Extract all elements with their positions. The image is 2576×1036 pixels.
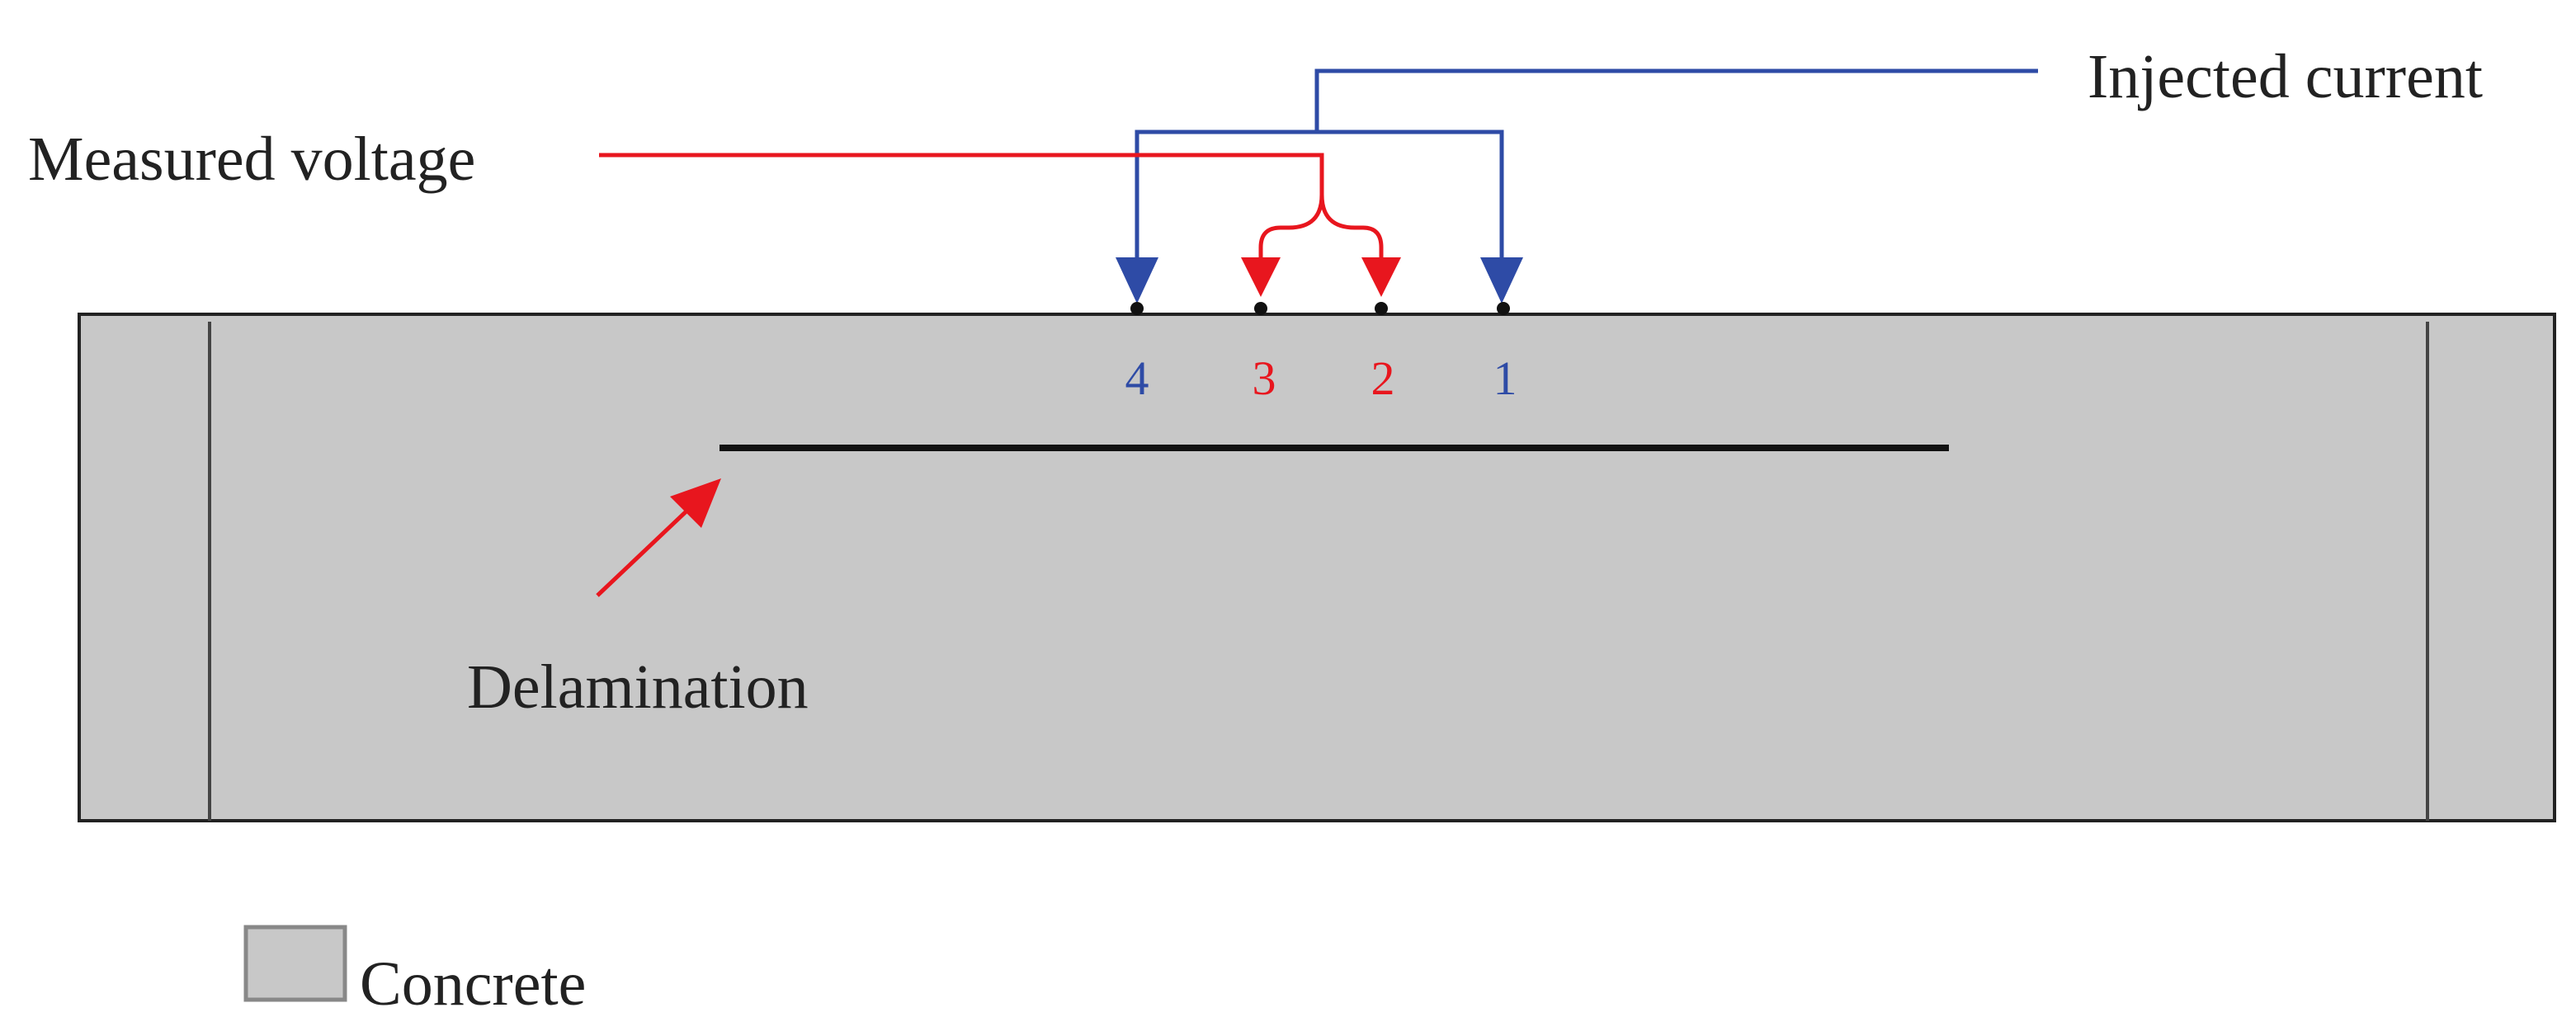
injected-current-wiring (1135, 68, 2038, 262)
delamination-pointer-line (596, 505, 693, 597)
electrode-4-dot (1130, 302, 1144, 315)
legend-concrete-swatch (243, 925, 347, 1002)
legend-concrete-label: Concrete (360, 949, 586, 1019)
electrode-3-label: 3 (1253, 351, 1276, 405)
concrete-slab (78, 313, 2556, 822)
delamination-arrowhead (670, 478, 721, 528)
electrode-2-dot (1375, 302, 1388, 315)
voltage-arrowhead-3 (1241, 257, 1281, 297)
measured-voltage-wiring (599, 153, 1384, 262)
delamination-label: Delamination (467, 652, 809, 722)
electrode-2-label: 2 (1371, 351, 1395, 405)
current-arrowhead-4 (1116, 257, 1158, 304)
measured-voltage-label: Measured voltage (28, 125, 475, 194)
voltage-arrowhead-2 (1361, 257, 1401, 297)
electrode-1-dot (1497, 302, 1510, 315)
injected-current-label: Injected current (2088, 42, 2483, 111)
electrode-3-dot (1254, 302, 1267, 315)
electrode-4-label: 4 (1125, 351, 1149, 405)
electrode-1-label: 1 (1493, 351, 1517, 405)
current-arrowhead-1 (1480, 257, 1523, 304)
